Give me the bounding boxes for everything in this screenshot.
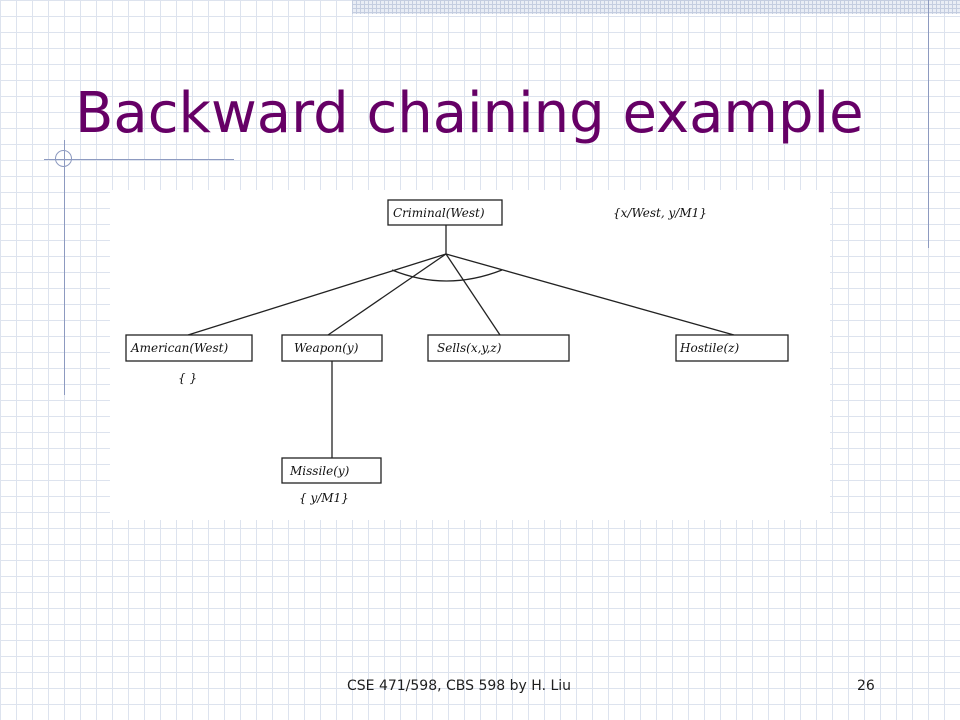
node-box-root [387,199,503,226]
node-box-hostile [675,334,789,362]
bullet-ring-icon [55,150,72,167]
proof-tree-svg: Criminal(West) {x/West, y/M1} American(W… [125,199,789,505]
substitution-american: { } [178,371,197,385]
edge-to-weapon [327,253,447,336]
title-underline-rule [44,159,234,160]
conjunction-arc [391,269,503,282]
edge-to-sells [445,253,501,336]
page-number: 26 [857,678,875,694]
edge-to-american [187,253,447,336]
backward-chaining-diagram: Criminal(West) {x/West, y/M1} American(W… [110,190,830,520]
edge-to-hostile [445,253,735,336]
node-box-sells [427,334,570,362]
node-box-weapon [281,334,383,362]
left-vertical-rule [64,140,65,395]
tree-node-boxes [125,199,789,484]
node-label-sells: Sells(x,y,z) [437,341,502,355]
node-label-missile: Missile(y) [289,464,350,478]
node-label-american: American(West) [130,341,228,355]
footer-credit: CSE 471/598, CBS 598 by H. Liu [347,678,572,694]
node-label-root: Criminal(West) [393,206,485,220]
node-label-weapon: Weapon(y) [294,341,359,355]
node-box-american [125,334,253,362]
node-box-missile [281,457,382,484]
right-vertical-rule [928,0,929,248]
top-decorative-band [352,0,960,14]
tree-edges [187,225,735,458]
substitution-missile: { y/M1} [299,491,349,505]
slide-title: Backward chaining example [75,81,864,146]
node-label-hostile: Hostile(z) [679,341,739,355]
substitution-root: {x/West, y/M1} [613,206,707,220]
